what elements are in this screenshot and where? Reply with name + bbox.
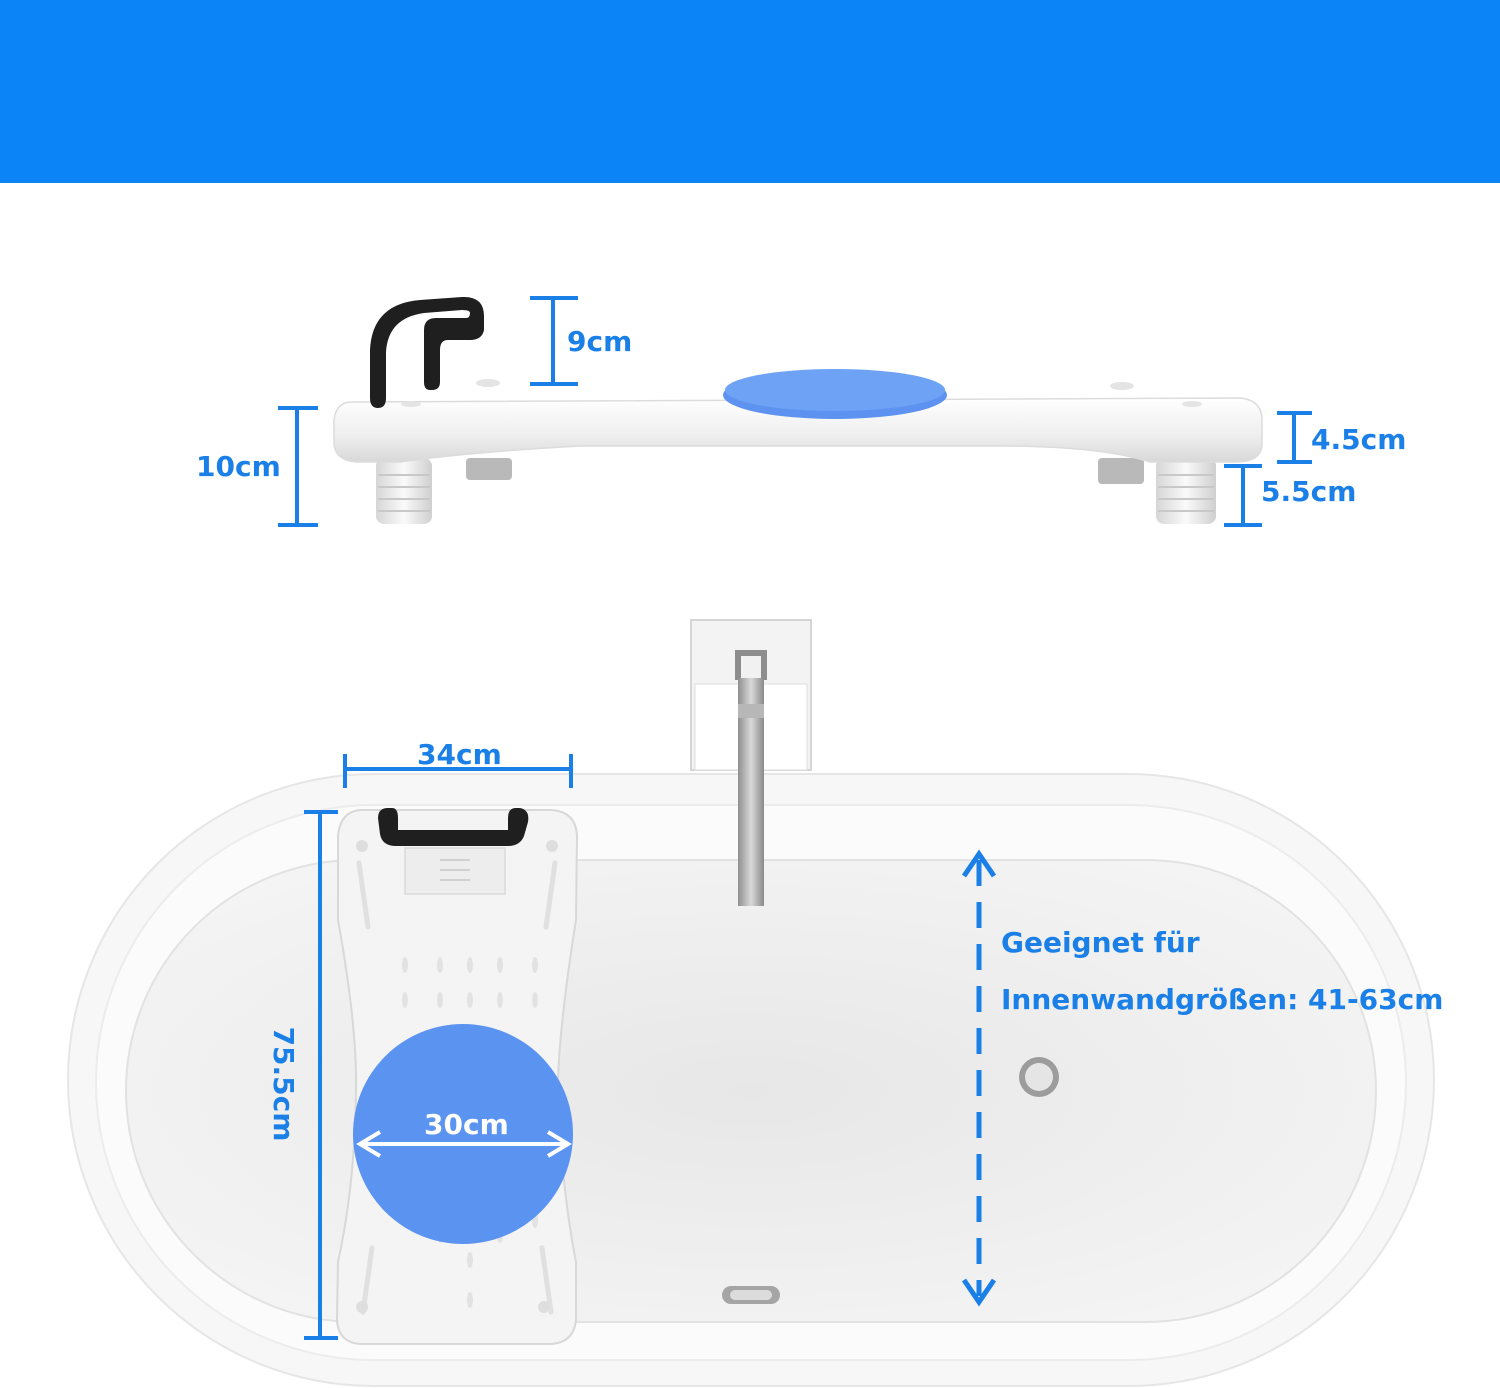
board-thickness-label: 4.5cm xyxy=(1311,423,1407,456)
side-view-dimension-lines xyxy=(278,296,1312,527)
drain-icon xyxy=(1019,1057,1059,1097)
seat-diameter-label: 30cm xyxy=(424,1108,509,1141)
leg-height-label: 5.5cm xyxy=(1261,475,1357,508)
fit-description: Geeignet für Innenwandgrößen: 41-63cm xyxy=(1001,914,1443,1028)
handle-height-label: 9cm xyxy=(567,325,633,358)
total-height-label: 10cm xyxy=(196,450,281,483)
bath-board-side-view xyxy=(333,296,1263,524)
top-banner xyxy=(0,0,1500,183)
inner-width-arrow xyxy=(961,849,997,1307)
board-length-label: 75.5cm xyxy=(267,1026,300,1142)
seat-diameter-arrow xyxy=(356,1130,572,1158)
board-width-label: 34cm xyxy=(417,738,502,771)
bath-board-top-view xyxy=(335,808,579,1345)
fit-line-1: Geeignet für xyxy=(1001,926,1200,959)
fit-line-2: Innenwandgrößen: 41-63cm xyxy=(1001,983,1444,1016)
top-view-dimension-lines xyxy=(304,754,573,1340)
